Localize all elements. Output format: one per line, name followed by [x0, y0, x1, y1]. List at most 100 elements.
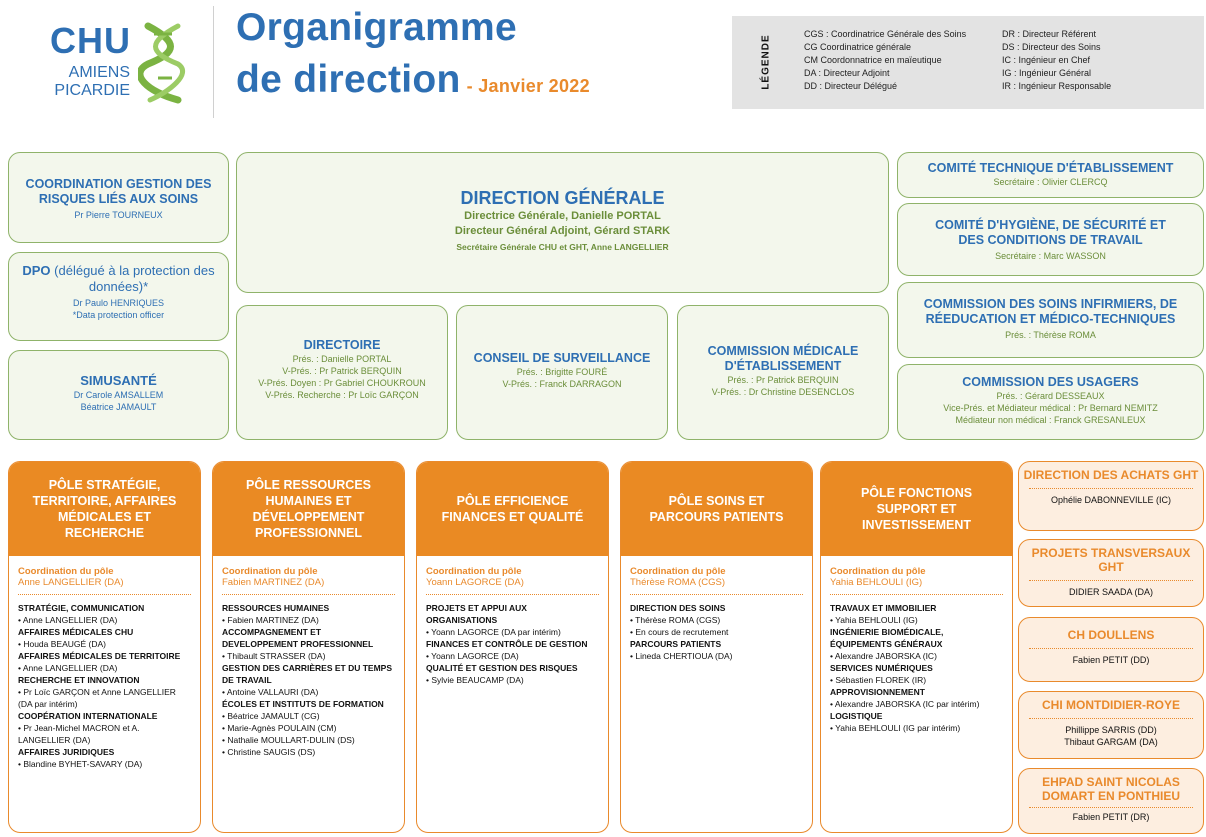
section-heading: AFFAIRES JURIDIQUES — [18, 747, 115, 757]
coord-name: Thérèse ROMA (CGS) — [630, 577, 726, 588]
logo-chu-text: CHU — [50, 20, 131, 61]
pole-ressources-humaines: PÔLE RESSOURCES HUMAINES ET DÉVELOPPEMEN… — [212, 461, 405, 833]
chsct-box: COMITÉ D'HYGIÈNE, DE SÉCURITÉ ET DES CON… — [897, 203, 1204, 276]
person-entry: • Thérèse ROMA (CGS) — [630, 615, 721, 625]
simusante-box: SIMUSANTÉ Dr Carole AMSALLEM Béatrice JA… — [8, 350, 229, 440]
section-heading: AFFAIRES MÉDICALES DE TERRITOIRE — [18, 651, 181, 661]
simusante-title: SIMUSANTÉ — [80, 373, 157, 388]
section-heading: APPROVISIONNEMENT — [830, 687, 925, 697]
pole-body: Coordination du pôle Yahia BEHLOULI (IG)… — [821, 556, 1012, 734]
pole-entries: PROJETS ET APPUI AUX ORGANISATIONS• Yoan… — [426, 602, 599, 686]
pole-title: PÔLE STRATÉGIE, TERRITOIRE, AFFAIRES MÉD… — [9, 462, 200, 556]
coord-name: Yahia BEHLOULI (IG) — [830, 577, 923, 588]
conseil-surveillance-box: CONSEIL DE SURVEILLANCE Prés. : Brigitte… — [456, 305, 668, 440]
legend-item: DS : Directeur des Soins — [1002, 42, 1101, 52]
projets-transversaux-box: PROJETS TRANSVERSAUX GHT DIDIER SAADA (D… — [1018, 539, 1204, 607]
legend-item: CG Coordinatrice générale — [804, 42, 912, 52]
rbox-title: CHI MONTDIDIER-ROYE — [1042, 698, 1180, 712]
rbox-title: PROJETS TRANSVERSAUX GHT — [1031, 546, 1191, 574]
cme-line: Prés. : Pr Patrick BERQUIN — [727, 375, 839, 385]
section-heading: PARCOURS PATIENTS — [630, 639, 722, 649]
person-entry: • Alexandre JABORSKA (IC) — [830, 651, 937, 661]
simusante-name: Béatrice JAMAULT — [80, 402, 157, 412]
conseil-surveillance-line: V-Prés. : Franck DARRAGON — [502, 379, 622, 389]
person-entry: • Yoann LAGORCE (DA) — [426, 651, 519, 661]
person-entry: • Houda BEAUGÉ (DA) — [18, 639, 107, 649]
logo-amiens-text: AMIENS — [68, 64, 130, 81]
cdu-line: Prés. : Gérard DESSEAUX — [996, 391, 1105, 401]
legend-col-1: CGS : Coordinatrice Générale des Soins C… — [804, 28, 966, 93]
person-entry: • Lineda CHERTIOUA (DA) — [630, 651, 733, 661]
cme-line: V-Prés. : Dr Christine DESENCLOS — [711, 387, 855, 397]
pole-title: PÔLE FONCTIONS SUPPORT ET INVESTISSEMENT — [821, 462, 1012, 556]
person-entry: • Yahia BEHLOULI (IG par intérim) — [830, 723, 961, 733]
person-entry: • Nathalie MOULLART-DULIN (DS) — [222, 735, 355, 745]
legend-item: CGS : Coordinatrice Générale des Soins — [804, 29, 967, 39]
section-heading: INGÉNIERIE BIOMÉDICALE, ÉQUIPEMENTS GÉNÉ… — [830, 627, 944, 649]
coord-label: Coordination du pôle — [830, 566, 926, 577]
pole-strategie: PÔLE STRATÉGIE, TERRITOIRE, AFFAIRES MÉD… — [8, 461, 201, 833]
coord-label: Coordination du pôle — [222, 566, 318, 577]
section-heading: GESTION DES CARRIÈRES ET DU TEMPS DE TRA… — [222, 663, 393, 685]
coord-name: Yoann LAGORCE (DA) — [426, 577, 524, 588]
direction-generale-box: DIRECTION GÉNÉRALE Directrice Générale, … — [236, 152, 889, 293]
divider — [1029, 718, 1193, 719]
logo: CHU AMIENS PICARDIE — [18, 6, 214, 118]
section-heading: TRAVAUX ET IMMOBILIER — [830, 603, 937, 613]
rbox-name: Ophélie DABONNEVILLE (IC) — [1050, 495, 1172, 505]
section-heading: QUALITÉ ET GESTION DES RISQUES — [426, 663, 578, 673]
person-entry: • Fabien MARTINEZ (DA) — [222, 615, 319, 625]
section-heading: ÉCOLES ET INSTITUTS DE FORMATION — [222, 699, 384, 709]
direction-achats-box: DIRECTION DES ACHATS GHT Ophélie DABONNE… — [1018, 461, 1204, 531]
ehpad-box: EHPAD SAINT NICOLAS DOMART EN PONTHIEU F… — [1018, 768, 1204, 834]
pole-body: Coordination du pôle Thérèse ROMA (CGS) … — [621, 556, 812, 662]
cdu-title: COMMISSION DES USAGERS — [962, 375, 1139, 389]
direction-generale-line: Directrice Générale, Danielle PORTAL — [464, 210, 661, 222]
person-entry: • Thibault STRASSER (DA) — [222, 651, 326, 661]
page-date: - Janvier 2022 — [466, 76, 590, 96]
pole-soins: PÔLE SOINS ET PARCOURS PATIENTS Coordina… — [620, 461, 813, 833]
dpo-title-rest: (délégué à la protection des données)* — [50, 263, 215, 294]
cte-line: Secrétaire : Olivier CLERCQ — [993, 177, 1108, 187]
logo-picardie-text: PICARDIE — [54, 82, 130, 99]
divider — [1029, 580, 1193, 581]
pole-fonctions-support: PÔLE FONCTIONS SUPPORT ET INVESTISSEMENT… — [820, 461, 1013, 833]
pole-entries: DIRECTION DES SOINS • Thérèse ROMA (CGS) •… — [630, 602, 803, 662]
person-entry: • Alexandre JABORSKA (IC par intérim) — [830, 699, 980, 709]
section-heading: FINANCES ET CONTRÔLE DE GESTION — [426, 639, 588, 649]
pole-body: Coordination du pôle Yoann LAGORCE (DA) … — [417, 556, 608, 686]
coordination-risques-title: COORDINATION GESTION DES RISQUES LIÉS AU… — [25, 177, 212, 206]
dpo-box: DPO (délégué à la protection des données… — [8, 252, 229, 341]
pole-body: Coordination du pôle Fabien MARTINEZ (DA… — [213, 556, 404, 758]
rbox-name: Thibaut GARGAM (DA) — [1064, 737, 1158, 747]
section-heading: LOGISTIQUE — [830, 711, 883, 721]
dpo-name: Dr Paulo HENRIQUES — [72, 298, 165, 308]
coordination-risques-box: COORDINATION GESTION DES RISQUES LIÉS AU… — [8, 152, 229, 243]
legend-item: IR : Ingénieur Responsable — [1002, 81, 1112, 91]
legend: LÉGENDE CGS : Coordinatrice Générale des… — [732, 16, 1204, 109]
dpo-note: *Data protection officer — [72, 310, 165, 320]
cme-title: COMMISSION MÉDICALE D'ÉTABLISSEMENT — [707, 344, 859, 373]
section-heading: ACCOMPAGNEMENT ET DEVELOPPEMENT PROFESSI… — [222, 627, 374, 649]
csirmt-line: Prés. : Thérèse ROMA — [1005, 330, 1096, 340]
directoire-title: DIRECTOIRE — [303, 338, 381, 352]
divider — [222, 594, 395, 595]
rbox-name: DIDIER SAADA (DA) — [1068, 587, 1153, 597]
direction-generale-title: DIRECTION GÉNÉRALE — [460, 188, 665, 208]
section-heading: COOPÉRATION INTERNATIONALE — [18, 711, 158, 721]
cme-box: COMMISSION MÉDICALE D'ÉTABLISSEMENT Prés… — [677, 305, 889, 440]
cte-box: COMITÉ TECHNIQUE D'ÉTABLISSEMENT Secréta… — [897, 152, 1204, 198]
divider — [630, 594, 803, 595]
pole-entries: RESSOURCES HUMAINES • Fabien MARTINEZ (DA… — [222, 602, 395, 758]
person-entry: • Antoine VALLAURI (DA) — [222, 687, 319, 697]
directoire-line: V-Prés. Recherche : Pr Loïc GARÇON — [265, 390, 419, 400]
pole-entries: TRAVAUX ET IMMOBILIER • Yahia BEHLOULI (I… — [830, 602, 1003, 734]
page-title-line2: de direction- Janvier 2022 — [236, 56, 590, 110]
section-heading: RECHERCHE ET INNOVATION — [18, 675, 140, 685]
rbox-title: CH DOULLENS — [1067, 628, 1155, 642]
directoire-line: Prés. : Danielle PORTAL — [292, 354, 392, 364]
rbox-title: EHPAD SAINT NICOLAS DOMART EN PONTHIEU — [1042, 775, 1180, 803]
section-heading: RESSOURCES HUMAINES — [222, 603, 330, 613]
chsct-title: COMITÉ D'HYGIÈNE, DE SÉCURITÉ ET DES CON… — [935, 218, 1166, 247]
section-heading: DIRECTION DES SOINS — [630, 603, 726, 613]
